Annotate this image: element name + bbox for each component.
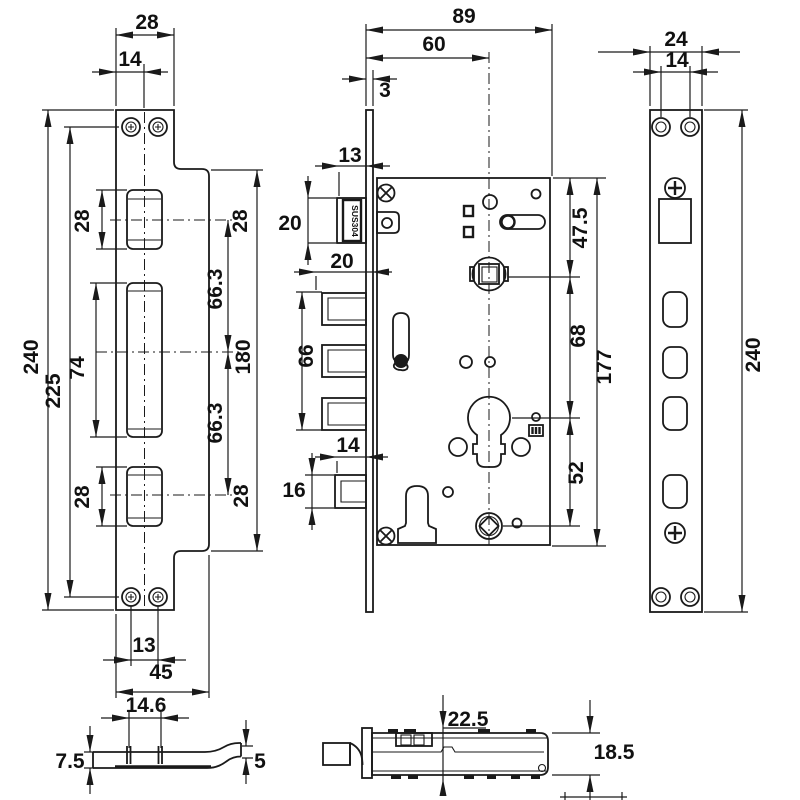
side-latch-bolt [322, 742, 351, 766]
faceplate-screw-holes [651, 117, 700, 607]
dim-hole-pitch-horizontal: 13 [132, 634, 155, 657]
dim-hole-pitch-vertical: 225 [42, 373, 65, 408]
faceplate-front-view: 24 14 240 [598, 28, 765, 613]
top-center-hole [482, 194, 498, 210]
horizontal-centerlines [96, 219, 242, 496]
dim-latch-width: 13 [338, 144, 361, 167]
dim-total-height: 240 [20, 339, 43, 374]
dim-backset: 60 [422, 33, 445, 56]
strike-plate-cutout-dims: 28 28 [71, 189, 127, 527]
dim-faceplate-thickness: 3 [379, 79, 391, 102]
strike-plate-front-view: 28 14 240 225 74 28 28 66.3 180 66.3 13 … [20, 11, 263, 698]
dim-pitch-bottom: 66.3 [204, 403, 227, 444]
faceplate-outline [649, 109, 703, 613]
guide-pin-slot [392, 312, 410, 372]
side-case-lines [372, 737, 548, 772]
side-faceplate [361, 727, 373, 779]
side-latch-bevel [349, 742, 364, 766]
mid-hole-left [459, 355, 473, 369]
pin-slot-horizontal [499, 214, 546, 230]
lower-hole-left [448, 437, 468, 457]
cylinder-side-hole [531, 412, 541, 422]
dim-plate-width: 28 [135, 11, 159, 34]
dim-tab-span: 14.6 [126, 694, 167, 717]
dim-cutout-mid-height: 74 [66, 356, 89, 380]
side-top-tabs [388, 729, 536, 733]
strike-plate-section-view: 14.6 7.5 5 [55, 694, 266, 794]
cutoff-dim-marks [560, 792, 627, 800]
case-screw-top [376, 183, 396, 203]
dim-top-to-follower: 47.5 [569, 207, 592, 248]
case-screw-bottom [376, 526, 396, 546]
latch-bolt: SUS304 [336, 197, 400, 244]
lock-body-front-view: SUS304 [278, 5, 616, 613]
lock-body-side-view: 22.5 18.5 [322, 695, 635, 800]
euro-cylinder-hole [467, 395, 511, 468]
dim-bolt-span: 66 [295, 344, 318, 367]
dim-cutout-top-left: 28 [71, 209, 94, 233]
deadbolt-prongs [321, 292, 367, 431]
vent-icon [528, 424, 544, 437]
dim-case-height: 177 [593, 349, 616, 384]
small-hole-lower-left [442, 486, 454, 498]
dim-left-height: 7.5 [55, 750, 85, 773]
side-case-outline [371, 732, 549, 776]
lower-hole-right [511, 437, 531, 457]
dim-lip-height: 5 [254, 750, 266, 773]
faceplate-screw-bottom [664, 522, 686, 544]
dim-pitch-top: 66.3 [204, 269, 227, 310]
dim-case-depth: 89 [452, 5, 475, 28]
strike-plate-outline [115, 109, 210, 611]
dim-faceplate-hole-pitch: 14 [665, 49, 689, 72]
dim-latch-height: 20 [278, 212, 301, 235]
dim-cutout-bottom-height: 28 [230, 484, 253, 508]
strike-plate-screw-holes [121, 117, 168, 607]
dim-cutout-top-height: 28 [229, 209, 252, 233]
dim-latch-depth: 20 [330, 250, 353, 273]
small-hole-bottom-right [511, 517, 523, 529]
t-bracket [397, 485, 437, 544]
dim-overall-height: 22.5 [448, 708, 489, 731]
dim-aux-latch-width: 14 [336, 434, 360, 457]
aux-deadlatch [334, 474, 367, 509]
dim-box-height: 180 [232, 339, 255, 374]
faceplate-edge [365, 109, 374, 613]
dim-cylinder-to-screw: 52 [565, 461, 588, 484]
top-right-hole [530, 188, 542, 200]
dim-edge-to-center: 14 [118, 48, 142, 71]
faceplate-screw-top [664, 177, 686, 199]
material-label: SUS304 [350, 205, 360, 237]
stop-square-1 [462, 204, 475, 218]
dim-case-thickness: 18.5 [594, 741, 635, 764]
section-tabs [126, 746, 163, 764]
dim-total-width: 45 [149, 661, 173, 684]
lock-case-outline [376, 177, 551, 546]
dim-faceplate-width: 24 [664, 28, 688, 51]
latch-window [658, 198, 692, 244]
dim-follower-to-cylinder: 68 [567, 324, 590, 348]
side-bottom-tabs [391, 775, 540, 779]
side-top-box [395, 729, 433, 747]
stop-square-2 [462, 225, 475, 239]
dim-aux-latch-height: 16 [282, 479, 305, 502]
dim-faceplate-height: 240 [742, 337, 765, 372]
mid-hole-center [484, 356, 496, 368]
dim-cutout-bottom-left: 28 [71, 485, 94, 509]
fixing-screw-bottom [475, 512, 503, 540]
faceplate-bolt-slots [662, 291, 688, 509]
spindle-follower [469, 256, 509, 292]
side-corner-pin [537, 763, 547, 773]
section-profile [92, 742, 242, 769]
